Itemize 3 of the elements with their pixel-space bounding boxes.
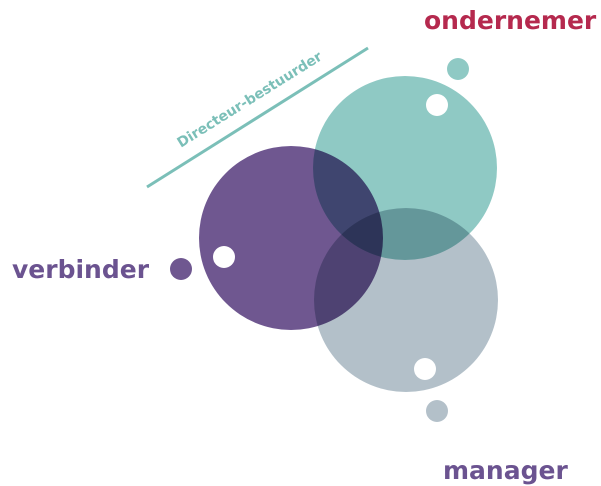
role-label: manager <box>443 458 568 483</box>
role-label: ondernemer <box>424 8 596 33</box>
role-label: verbinder <box>12 257 150 282</box>
